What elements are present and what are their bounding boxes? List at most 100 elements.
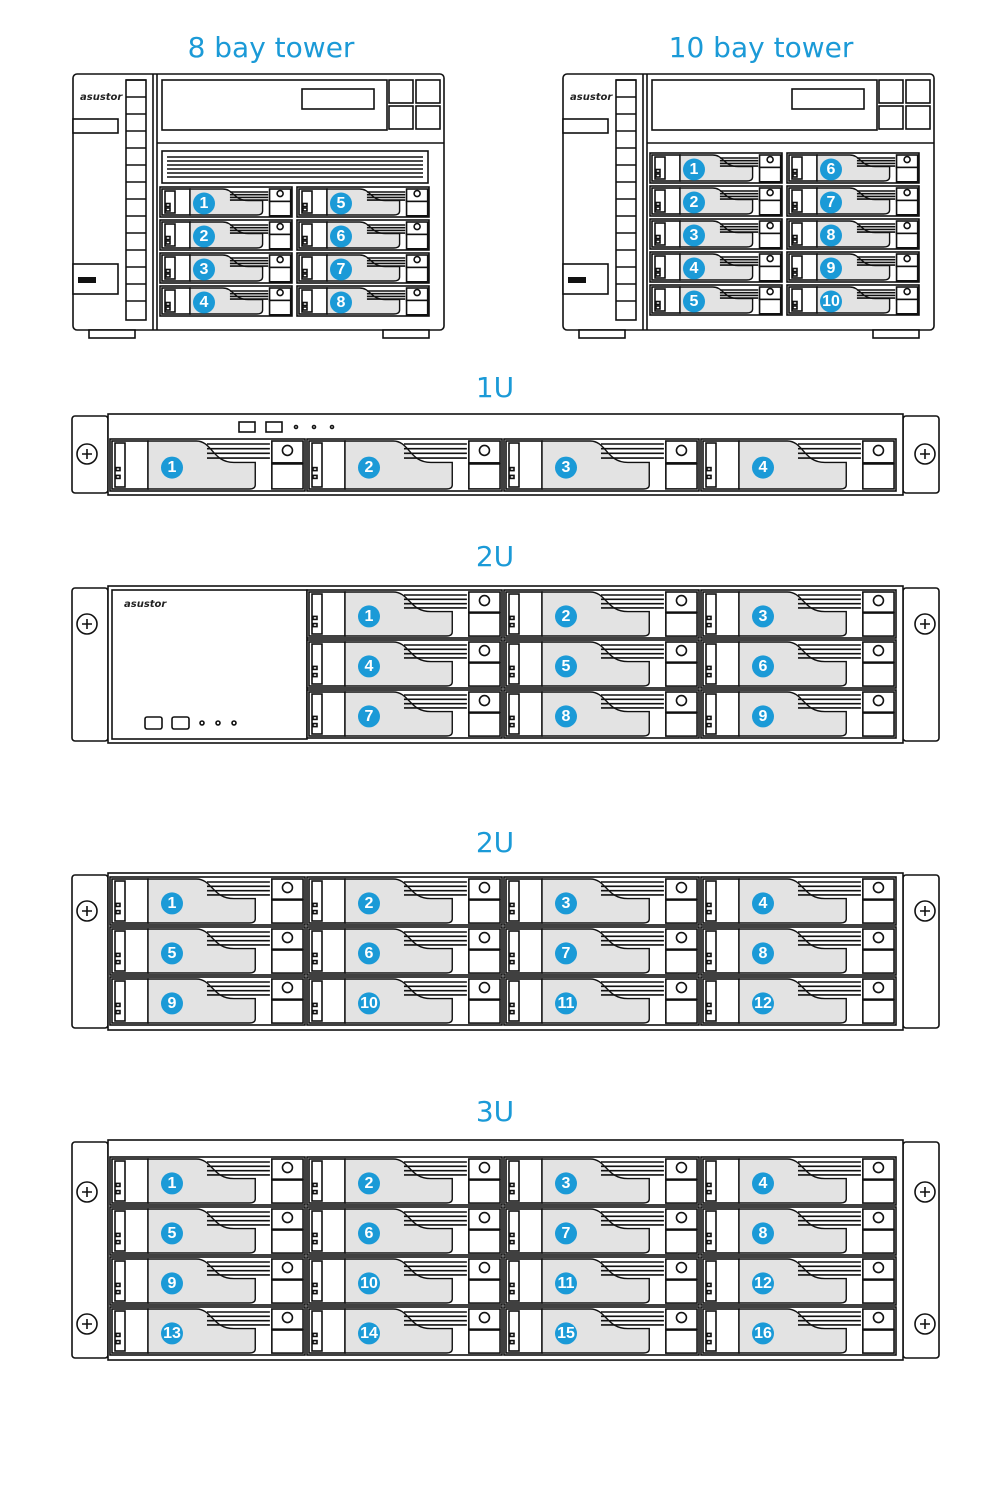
bay-number-badge (330, 225, 352, 248)
bay-number-badge (555, 942, 577, 965)
lock-icon (872, 1261, 885, 1274)
bay-number-badge (752, 605, 774, 628)
lock-icon (675, 594, 688, 607)
bay-number: 5 (690, 293, 699, 310)
drive-bay: 8 (296, 285, 430, 317)
bay-number-badge (555, 605, 577, 628)
drive-bay: 6 (306, 1206, 503, 1256)
rack-ear (71, 874, 109, 1029)
bay-number: 6 (827, 161, 836, 178)
bay-number: 3 (562, 1175, 571, 1192)
bay-number-badge (820, 191, 842, 214)
lcd-button (388, 105, 414, 130)
bay-number: 3 (562, 459, 571, 476)
bay-latch (505, 591, 543, 637)
bay-number-badge (752, 456, 774, 479)
bay-latch (308, 1308, 346, 1354)
lock-icon (276, 255, 284, 264)
lcd-button (415, 79, 441, 104)
bay-latch (505, 440, 543, 490)
bay-number: 9 (759, 708, 768, 725)
bay-number: 11 (558, 1275, 575, 1292)
lock-icon (413, 255, 421, 264)
brand-logo: asustor (124, 599, 167, 610)
bay-number: 2 (562, 608, 571, 625)
lock-icon (281, 444, 294, 457)
drive-bay: 1 (306, 589, 503, 639)
bay-latch (308, 878, 346, 924)
bay-number: 9 (827, 260, 836, 277)
bay-number: 5 (168, 1225, 177, 1242)
model-title: 10 bay tower (669, 31, 854, 64)
brand-logo: asustor (570, 92, 613, 103)
bay-latch (111, 1158, 149, 1204)
lcd-button (905, 79, 931, 104)
bay-number: 16 (754, 1325, 772, 1342)
bay-number: 8 (827, 227, 836, 244)
lock-icon (675, 1261, 688, 1274)
bay-number-badge (358, 1272, 380, 1295)
rack-ear (902, 587, 940, 742)
drive-bay: 9 (700, 689, 897, 739)
led-icon (329, 424, 335, 430)
bay-latch (308, 978, 346, 1024)
drive-bay: 10 (786, 284, 920, 316)
bay-latch (505, 691, 543, 737)
bay-number-badge (752, 705, 774, 728)
bay-number-badge (193, 291, 215, 314)
drive-bay: 5 (296, 186, 430, 218)
bay-number: 4 (690, 260, 699, 277)
drive-bay: 3 (503, 1156, 700, 1206)
bay-number-badge (820, 224, 842, 247)
bay-number-badge (330, 192, 352, 215)
lock-icon (478, 694, 491, 707)
lock-icon (478, 644, 491, 657)
bay-number: 1 (200, 195, 209, 212)
usb-port-icon (568, 277, 586, 283)
bay-number-badge (555, 992, 577, 1015)
lock-icon (903, 188, 911, 197)
bay-number: 8 (759, 945, 768, 962)
lock-icon (276, 288, 284, 297)
bay-number: 4 (365, 658, 374, 675)
bay-number: 7 (337, 261, 346, 278)
bay-number: 6 (365, 945, 374, 962)
bay-number: 2 (690, 194, 699, 211)
lock-icon (872, 1311, 885, 1324)
bay-number: 2 (200, 228, 209, 245)
lock-icon (413, 189, 421, 198)
drive-bay: 3 (503, 876, 700, 926)
drive-bay: 9 (109, 976, 306, 1026)
bay-latch (505, 1158, 543, 1204)
bay-latch (702, 691, 740, 737)
bay-latch (308, 641, 346, 687)
drive-bay: 8 (700, 1206, 897, 1256)
drive-bay: 14 (306, 1306, 503, 1356)
bay-number-badge (161, 456, 183, 479)
bay-number: 8 (562, 708, 571, 725)
lock-icon (478, 881, 491, 894)
drive-bay: 3 (649, 218, 783, 250)
lock-icon (766, 254, 774, 263)
bay-number-badge (193, 258, 215, 281)
drive-bay: 6 (700, 639, 897, 689)
bay-number-badge (683, 257, 705, 280)
bay-number-badge (683, 191, 705, 214)
bay-latch (308, 928, 346, 974)
bay-number: 10 (360, 1275, 378, 1292)
drive-bay: 1 (109, 876, 306, 926)
bay-number-badge (820, 290, 842, 313)
bay-number-badge (161, 892, 183, 915)
bay-latch (505, 1308, 543, 1354)
drive-bay: 2 (306, 1156, 503, 1206)
lock-icon (766, 221, 774, 230)
lock-icon (675, 644, 688, 657)
lan-led-icon (231, 720, 237, 726)
bay-number: 2 (365, 1175, 374, 1192)
drive-bay: 4 (700, 876, 897, 926)
